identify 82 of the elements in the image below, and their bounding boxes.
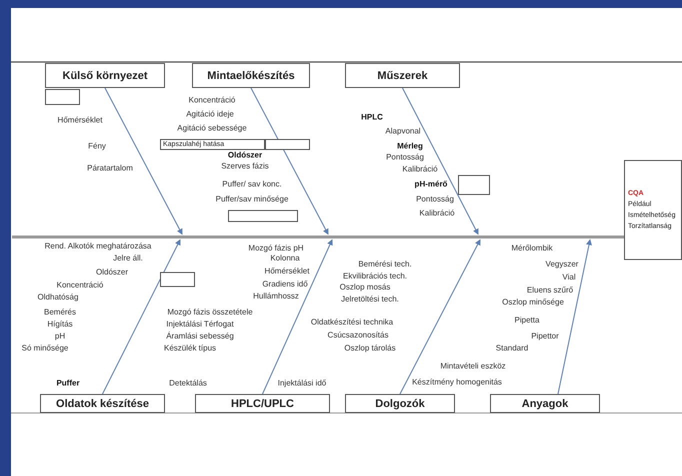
category-label: Dolgozók (375, 398, 425, 410)
outcome-box (624, 160, 682, 260)
cause-label: Alapvonal (385, 126, 421, 136)
cause-label: Mérleg (397, 142, 423, 150)
category-box (40, 394, 165, 413)
category-box (192, 63, 310, 88)
empty-box (45, 89, 80, 105)
cause-label: HPLC (361, 112, 383, 122)
cause-label: Szerves fázis (221, 162, 269, 170)
cause-label: Detektálás (169, 378, 207, 388)
category-label: Külső környezet (62, 70, 148, 82)
empty-box (160, 272, 195, 287)
cause-label: Páratartalom (87, 164, 133, 172)
category-label: Mintaelőkészítés (207, 70, 295, 82)
cause-label: Jelretöltési tech. (341, 294, 399, 304)
cause-label: Kalibráció (402, 164, 438, 174)
cause-label: Bemérés (44, 308, 76, 316)
category-label: Műszerek (377, 70, 428, 82)
cause-label: Mozgó fázis pH (248, 244, 304, 252)
cause-label: Agitáció ideje (186, 110, 234, 118)
arrow (402, 88, 478, 235)
cause-label: Ekvilibrációs tech. (342, 272, 408, 280)
cause-label: Vegyszer (546, 260, 578, 268)
cause-label: Eluens szűrő (526, 286, 574, 294)
cause-label: Mozgó fázis összetétele (167, 308, 253, 316)
cause-label: Koncentráció (56, 280, 104, 290)
arrow (558, 239, 592, 394)
cause-label: Pipettor (531, 332, 559, 340)
cause-label: Bemérési tech. (358, 260, 412, 268)
cause-label: Só minősége (22, 344, 68, 352)
cause-label: Áramlási sebesség (166, 332, 234, 340)
cause-label: Mérőlombik (511, 244, 553, 252)
cause-label: Standard (496, 344, 528, 352)
arrow (400, 239, 480, 394)
empty-box (458, 175, 490, 195)
cause-label: Agitáció sebessége (177, 124, 247, 132)
arrow (102, 239, 180, 394)
cause-label: Hőmérséklet (58, 116, 102, 124)
text-box (160, 139, 265, 150)
cause-label: Koncentráció (188, 96, 236, 104)
cause-label: Pipetta (514, 316, 540, 324)
cause-label: Oldhatóság (38, 292, 78, 302)
cause-label: Jelre áll. (113, 254, 143, 262)
cause-label: Pontosság (386, 152, 424, 162)
spine-line (12, 236, 624, 238)
cause-label: Készítmény homogenitás (412, 378, 502, 386)
empty-box (228, 210, 298, 222)
cause-label: Oldatkészítési technika (310, 318, 394, 326)
category-box (345, 394, 455, 413)
cause-label: Készülék típus (164, 344, 216, 352)
cause-label: Oldószer (228, 150, 262, 160)
cause-label: Hullámhossz (253, 292, 299, 300)
arrow (250, 88, 328, 235)
arrow (262, 239, 333, 394)
cause-label: Oldószer (96, 268, 128, 276)
category-box (490, 394, 600, 413)
cause-label: Injektálási idő (278, 378, 326, 388)
cause-label: Oszlop tárolás (344, 344, 396, 352)
cause-label: Puffer/ sav konc. (222, 180, 282, 188)
category-box (45, 63, 165, 88)
cause-label: Injektálási Térfogat (166, 320, 234, 328)
cause-label: Oszlop minősége (502, 298, 564, 306)
cause-label: Csúcsazonosítás (328, 330, 388, 340)
category-box (345, 63, 460, 88)
cause-label: Fény (88, 142, 106, 150)
cause-label: Kolonna (270, 254, 300, 262)
cause-label: Pontosság (416, 194, 454, 204)
category-label: Oldatok készítése (56, 398, 149, 410)
cause-label: Hőmérséklet (264, 266, 310, 276)
cause-label: pH (54, 332, 66, 340)
cause-label: Mintavételi eszköz (440, 362, 506, 370)
category-label: Anyagok (522, 398, 568, 410)
cause-label: Oszlop mosás (340, 282, 390, 292)
cause-label: Puffer (56, 378, 80, 388)
arrow (104, 88, 182, 235)
cause-label: Kalibráció (419, 208, 455, 218)
cause-label: pH-mérő (414, 180, 448, 188)
cause-label: Vial (562, 272, 576, 282)
category-label: HPLC/UPLC (231, 398, 294, 410)
category-box (195, 394, 330, 413)
cause-label: Hígítás (47, 320, 73, 328)
cause-label: Gradiens idő (262, 280, 308, 288)
